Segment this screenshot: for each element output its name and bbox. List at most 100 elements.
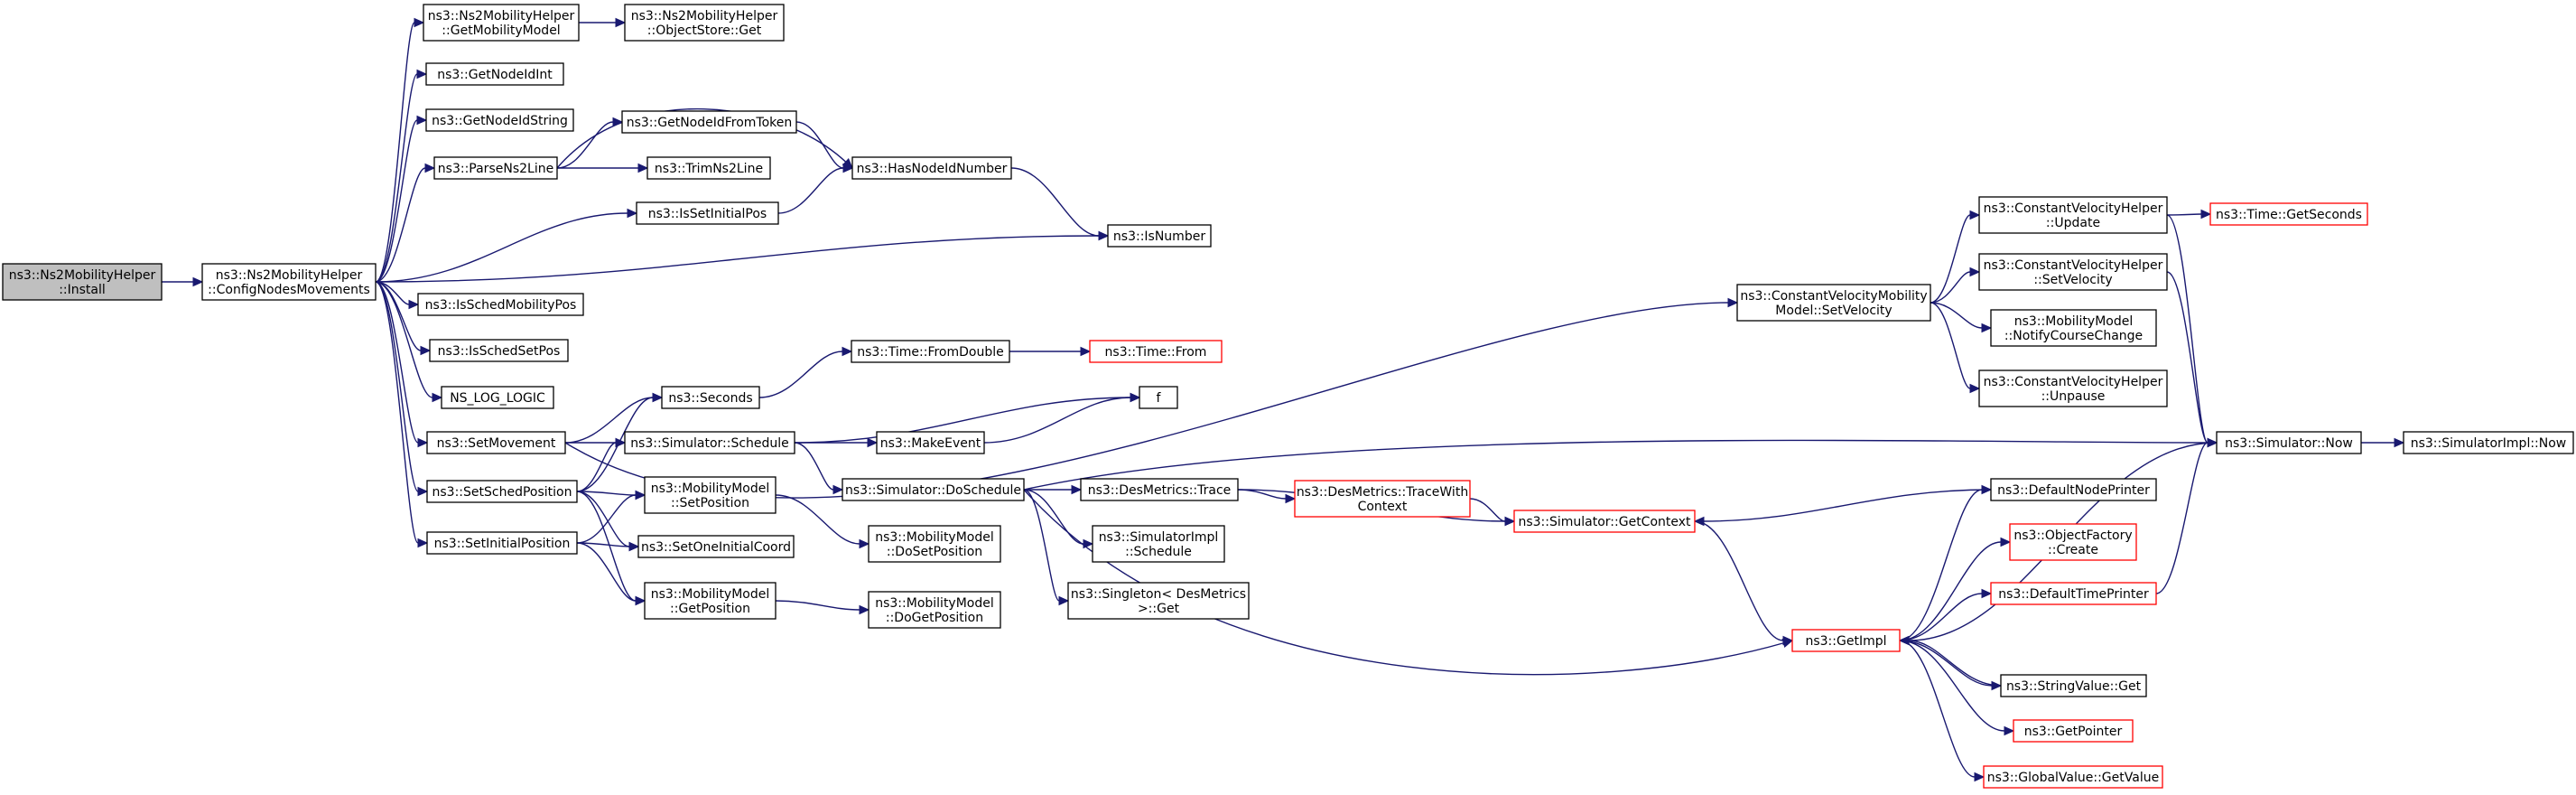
edge-line (775, 600, 860, 611)
node-label: ns3::Ns2MobilityHelper (216, 268, 363, 283)
edge-line (1023, 489, 1784, 676)
node-label: ns3::ConstantVelocityHelper (1984, 258, 2163, 273)
edge-line (375, 281, 419, 492)
node-hasnode[interactable]: ns3::HasNodeIdNumber (851, 156, 1012, 180)
node-getint[interactable]: ns3::GetNodeIdInt (425, 62, 564, 86)
node-box (1990, 478, 2157, 501)
node-label: ::GetPosition (670, 602, 750, 616)
node-objfactory[interactable]: ns3::ObjectFactory::Create (2009, 523, 2137, 561)
node-f[interactable]: f (1139, 386, 1178, 409)
node-notify[interactable]: ns3::MobilityModel::NotifyCourseChange (1990, 309, 2157, 347)
arrowhead (2004, 725, 2015, 736)
node-box (636, 201, 779, 225)
edge-line (576, 491, 637, 602)
node-makeevent[interactable]: ns3::MakeEvent (876, 431, 985, 454)
node-simimplsched[interactable]: ns3::SimulatorImpl::Schedule (1092, 525, 1225, 563)
node-nslog[interactable]: NS_LOG_LOGIC (441, 386, 554, 409)
node-mmgetpos[interactable]: ns3::MobilityModel::GetPosition (644, 582, 777, 620)
edge-config-to-setmove (375, 281, 429, 448)
node-setinit[interactable]: ns3::SetInitialPosition (426, 531, 578, 555)
edge-config-to-getstr (375, 115, 428, 283)
node-isschedset[interactable]: ns3::IsSchedSetPos (429, 339, 569, 362)
node-label: ns3::GetNodeIdString (432, 114, 568, 128)
node-getctx[interactable]: ns3::Simulator::GetContext (1513, 510, 1696, 533)
node-label: ns3::Simulator::GetContext (1518, 515, 1691, 529)
node-box (868, 591, 1001, 629)
node-mmsetpos[interactable]: ns3::MobilityModel::SetPosition (644, 476, 777, 514)
node-getmob[interactable]: ns3::Ns2MobilityHelper::GetMobilityModel (423, 4, 580, 42)
node-cvhsetvel[interactable]: ns3::ConstantVelocityHelper::SetVelocity (1978, 253, 2168, 291)
node-getimpl[interactable]: ns3::GetImpl (1791, 629, 1901, 652)
node-box (423, 4, 580, 42)
arrowhead (1727, 297, 1739, 308)
node-getseconds[interactable]: ns3::Time::GetSeconds (2209, 202, 2368, 226)
node-label: ns3::IsSchedSetPos (438, 344, 561, 359)
node-parse[interactable]: ns3::ParseNs2Line (433, 156, 558, 180)
node-box (624, 431, 795, 454)
node-box (426, 480, 578, 503)
node-getstr[interactable]: ns3::GetNodeIdString (425, 108, 574, 132)
node-dosetpos[interactable]: ns3::MobilityModel::DoSetPosition (868, 525, 1001, 563)
node-label: ns3::SetSchedPosition (432, 485, 572, 500)
edge-cvhupdate-to-simnow (2166, 214, 2218, 448)
node-label: ns3::MakeEvent (880, 436, 981, 451)
node-install[interactable]: ns3::Ns2MobilityHelper::Install (2, 263, 163, 301)
arrowhead (1071, 484, 1083, 495)
node-defnode[interactable]: ns3::DefaultNodePrinter (1990, 478, 2157, 501)
node-box (425, 62, 564, 86)
node-timefrom[interactable]: ns3::Time::From (1089, 340, 1223, 363)
node-doschedule[interactable]: ns3::Simulator::DoSchedule (842, 478, 1025, 501)
node-cvmsetvel[interactable]: ns3::ConstantVelocityMobilityModel::SetV… (1736, 284, 1931, 322)
node-trim[interactable]: ns3::TrimNs2Line (646, 156, 771, 180)
node-label: ::Update (2046, 216, 2100, 230)
node-unpause[interactable]: ns3::ConstantVelocityHelper::Unpause (1978, 369, 2168, 407)
node-isschedmob[interactable]: ns3::IsSchedMobilityPos (417, 293, 584, 316)
node-box (876, 431, 985, 454)
arrowhead (1080, 346, 1092, 357)
node-box (1978, 369, 2168, 407)
edge-setinit-to-mmgetpos (576, 542, 646, 606)
node-singleton[interactable]: ns3::Singleton< DesMetrics >::Get (1067, 582, 1250, 620)
node-label: ns3::Ns2MobilityHelper (428, 9, 575, 23)
node-isinit[interactable]: ns3::IsSetInitialPos (636, 201, 779, 225)
edge-makeevent-to-f (983, 392, 1141, 444)
node-cvhupdate[interactable]: ns3::ConstantVelocityHelper::Update (1978, 196, 2168, 234)
node-config[interactable]: ns3::Ns2MobilityHelper::ConfigNodesMovem… (201, 263, 377, 301)
node-fromdouble[interactable]: ns3::Time::FromDouble (851, 340, 1010, 363)
node-box (646, 156, 771, 180)
node-globalget[interactable]: ns3::GlobalValue::GetValue (1983, 765, 2163, 789)
node-box (429, 339, 569, 362)
node-seconds[interactable]: ns3::Seconds (661, 386, 760, 409)
edge-cvmsetvel-to-cvhsetvel (1930, 267, 1981, 304)
node-setsched[interactable]: ns3::SetSchedPosition (426, 480, 578, 503)
node-dogetpos[interactable]: ns3::MobilityModel::DoGetPosition (868, 591, 1001, 629)
node-fromtoken[interactable]: ns3::GetNodeIdFromToken (621, 110, 797, 134)
node-objstore[interactable]: ns3::Ns2MobilityHelper::ObjectStore::Get (624, 4, 785, 42)
arrowhead (1969, 383, 1981, 394)
node-box (1107, 224, 1212, 248)
edge-line (556, 108, 847, 169)
node-simimplnow[interactable]: ns3::SimulatorImpl::Now (2403, 431, 2574, 454)
node-setmove[interactable]: ns3::SetMovement (426, 431, 566, 454)
edge-line (1694, 520, 1784, 641)
node-label: ns3::Seconds (668, 391, 752, 406)
node-deftime[interactable]: ns3::DefaultTimePrinter (1990, 582, 2157, 605)
node-label: ns3::GetNodeIdFromToken (627, 116, 793, 130)
arrowhead (2000, 537, 2012, 547)
node-box (1089, 340, 1223, 363)
node-label: ns3::HasNodeIdNumber (857, 162, 1008, 176)
node-box (426, 431, 566, 454)
node-isnumber[interactable]: ns3::IsNumber (1107, 224, 1212, 248)
arrowhead (1981, 484, 1993, 495)
edge-hasnode-to-isnumber (1010, 167, 1110, 241)
node-getptr[interactable]: ns3::GetPointer (2013, 719, 2134, 743)
node-label: ns3::SetMovement (437, 436, 556, 451)
node-label: ::SetVelocity (2033, 273, 2112, 287)
edge-line (556, 121, 614, 169)
node-simnow[interactable]: ns3::Simulator::Now (2216, 431, 2362, 454)
node-setone[interactable]: ns3::SetOneInitialCoord (637, 535, 795, 558)
node-destrace[interactable]: ns3::DesMetrics::Trace (1080, 478, 1239, 501)
node-schedule[interactable]: ns3::Simulator::Schedule (624, 431, 795, 454)
node-strget[interactable]: ns3::StringValue::Get (2000, 674, 2147, 697)
